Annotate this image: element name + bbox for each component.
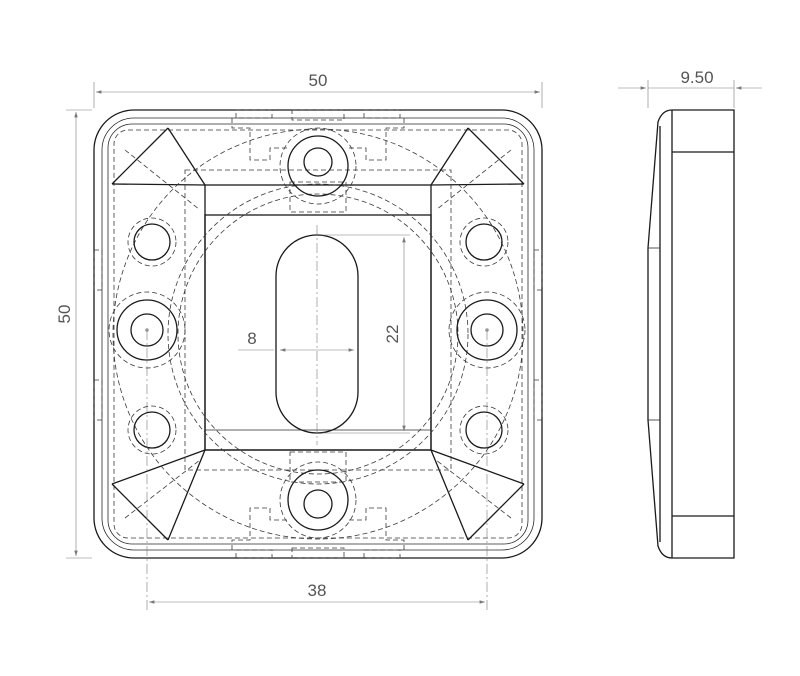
front-view: [93, 109, 543, 610]
hidden-outer-frame: [113, 129, 523, 539]
slot-width-label: 8: [247, 329, 256, 348]
rosette-chamfer-edge: [107, 123, 529, 545]
side-profile: [647, 109, 735, 559]
dimension-slot-width: 8: [238, 329, 354, 352]
slot-height-label: 22: [383, 325, 402, 344]
rosette-inner-edge: [101, 117, 535, 551]
top-screw-boss: [279, 127, 357, 213]
center-boss-outer: [204, 184, 432, 451]
corner-chamfers: [111, 127, 525, 541]
hole-spacing-label: 38: [308, 581, 327, 600]
gear-teeth: [93, 109, 543, 559]
hidden-rotor-circle-inner: [177, 193, 459, 475]
hidden-rotor-circle-outer: [112, 128, 524, 540]
dimension-thickness: 9.50: [618, 68, 762, 108]
side-view: [647, 109, 735, 559]
dimension-slot-height: 22: [322, 234, 410, 434]
dimension-overall-width: 50: [93, 71, 543, 108]
dimension-overall-height: 50: [55, 109, 92, 559]
small-holes: [127, 217, 509, 455]
dimension-hole-spacing: 38: [149, 581, 485, 604]
rosette-outer-edge: [93, 109, 543, 559]
center-boss-inner: [204, 214, 432, 451]
thickness-label: 9.50: [680, 68, 713, 87]
overall-height-label: 50: [55, 305, 74, 324]
hidden-rotor-circle: [167, 183, 469, 485]
overall-width-label: 50: [309, 71, 328, 90]
bottom-screw-boss: [279, 451, 357, 539]
